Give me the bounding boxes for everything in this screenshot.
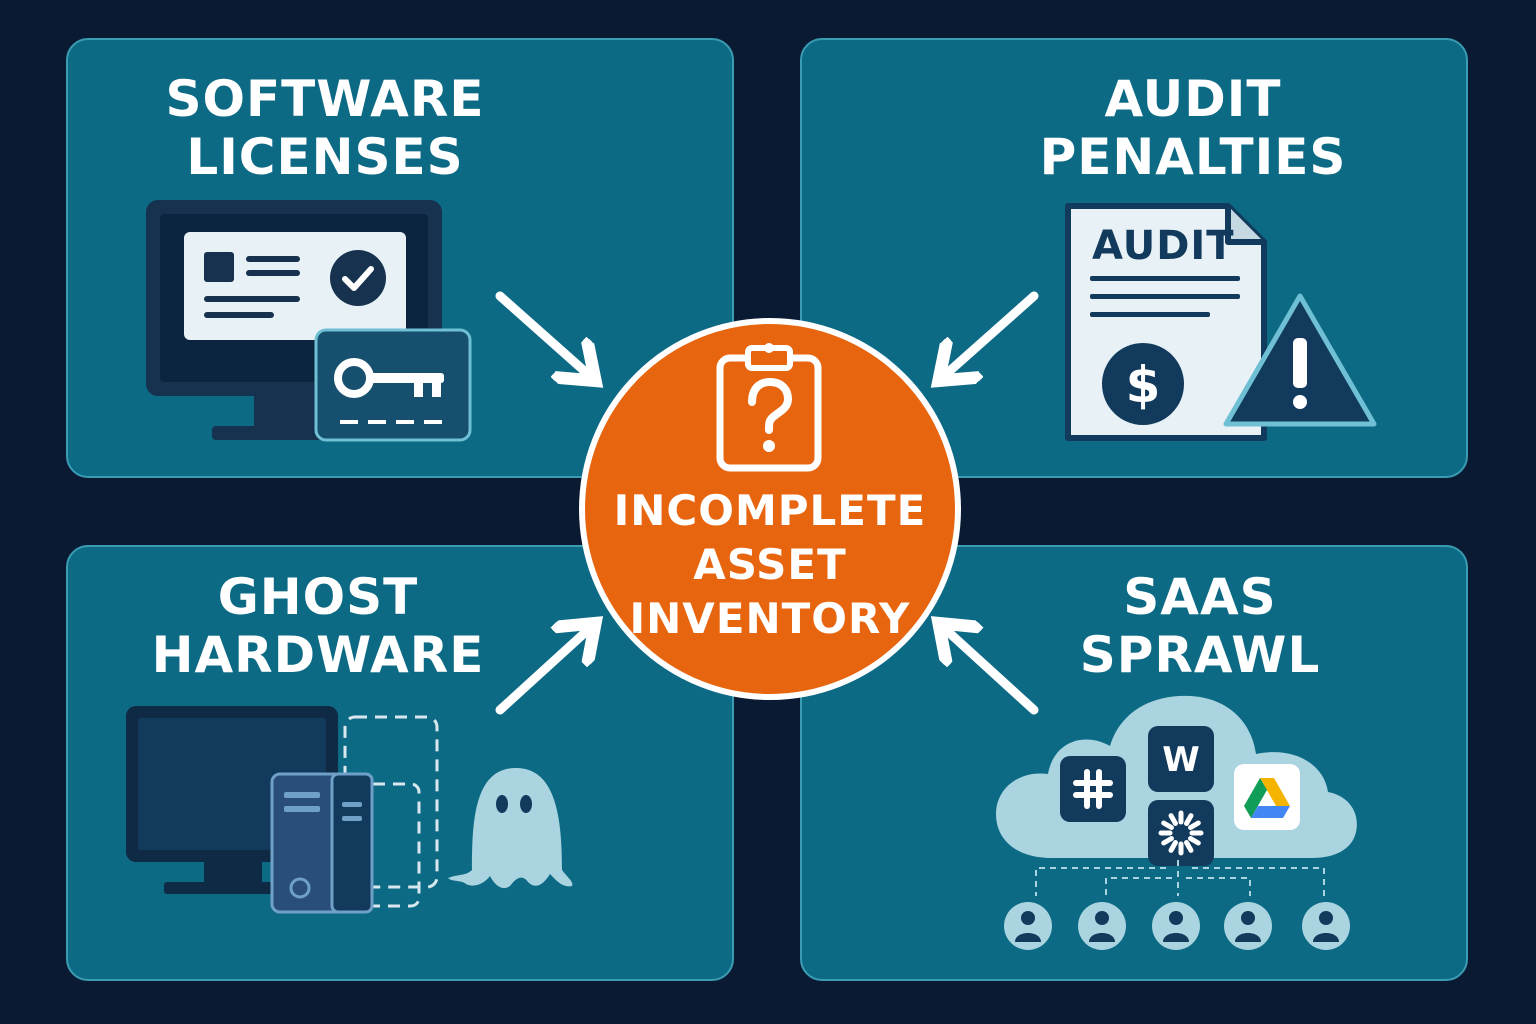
- user-icons: [1004, 902, 1350, 950]
- dollar-icon: $: [1102, 343, 1184, 425]
- hub-label-line: INVENTORY: [629, 594, 911, 643]
- software-licenses-title: SOFTWARE LICENSES: [115, 70, 535, 186]
- audit-document-label: AUDIT: [1092, 223, 1235, 269]
- title-line: PENALTIES: [1039, 128, 1347, 186]
- user-icon: [1224, 902, 1272, 950]
- license-key-icon: [314, 328, 472, 442]
- arrow-saas-to-hub: [944, 628, 1039, 715]
- title-line: SOFTWARE: [165, 70, 485, 128]
- arrow-audit-to-hub: [944, 291, 1039, 376]
- audit-penalties-title: AUDIT PENALTIES: [983, 70, 1403, 186]
- ghost-server-outline: [343, 715, 439, 908]
- title-line: SPRAWL: [1079, 626, 1321, 684]
- ghost-hardware-title: GHOST HARDWARE: [108, 568, 528, 684]
- saas-sprawl-title: SAAS SPRAWL: [990, 568, 1410, 684]
- spinner-app-icon: [1148, 800, 1214, 866]
- title-line: AUDIT: [1104, 70, 1282, 128]
- slack-icon: [1060, 756, 1126, 822]
- checkmark-icon: [330, 250, 386, 306]
- server-tower-icon: [270, 772, 374, 914]
- arrow-software-to-hub: [495, 291, 590, 376]
- user-icon: [1152, 902, 1200, 950]
- hub-label-line: INCOMPLETE: [613, 486, 927, 535]
- arrow-ghost-to-hub: [495, 628, 590, 715]
- hub-label-line: ASSET: [693, 540, 847, 589]
- google-drive-icon: [1234, 764, 1300, 830]
- warning-triangle-icon: [1223, 293, 1377, 427]
- svg-text:W: W: [1162, 740, 1200, 780]
- user-icon: [1078, 902, 1126, 950]
- title-line: SAAS: [1123, 568, 1277, 626]
- user-network: [1004, 860, 1350, 950]
- hub-label: INCOMPLETE ASSET INVENTORY: [590, 484, 950, 646]
- title-line: GHOST: [217, 568, 419, 626]
- svg-text:$: $: [1126, 356, 1161, 414]
- user-icon: [1302, 902, 1350, 950]
- clipboard-question-icon: [716, 343, 822, 472]
- title-line: LICENSES: [186, 128, 464, 186]
- word-icon: W: [1148, 726, 1214, 792]
- ghost-icon: [448, 768, 573, 889]
- title-line: HARDWARE: [151, 626, 485, 684]
- user-icon: [1004, 902, 1052, 950]
